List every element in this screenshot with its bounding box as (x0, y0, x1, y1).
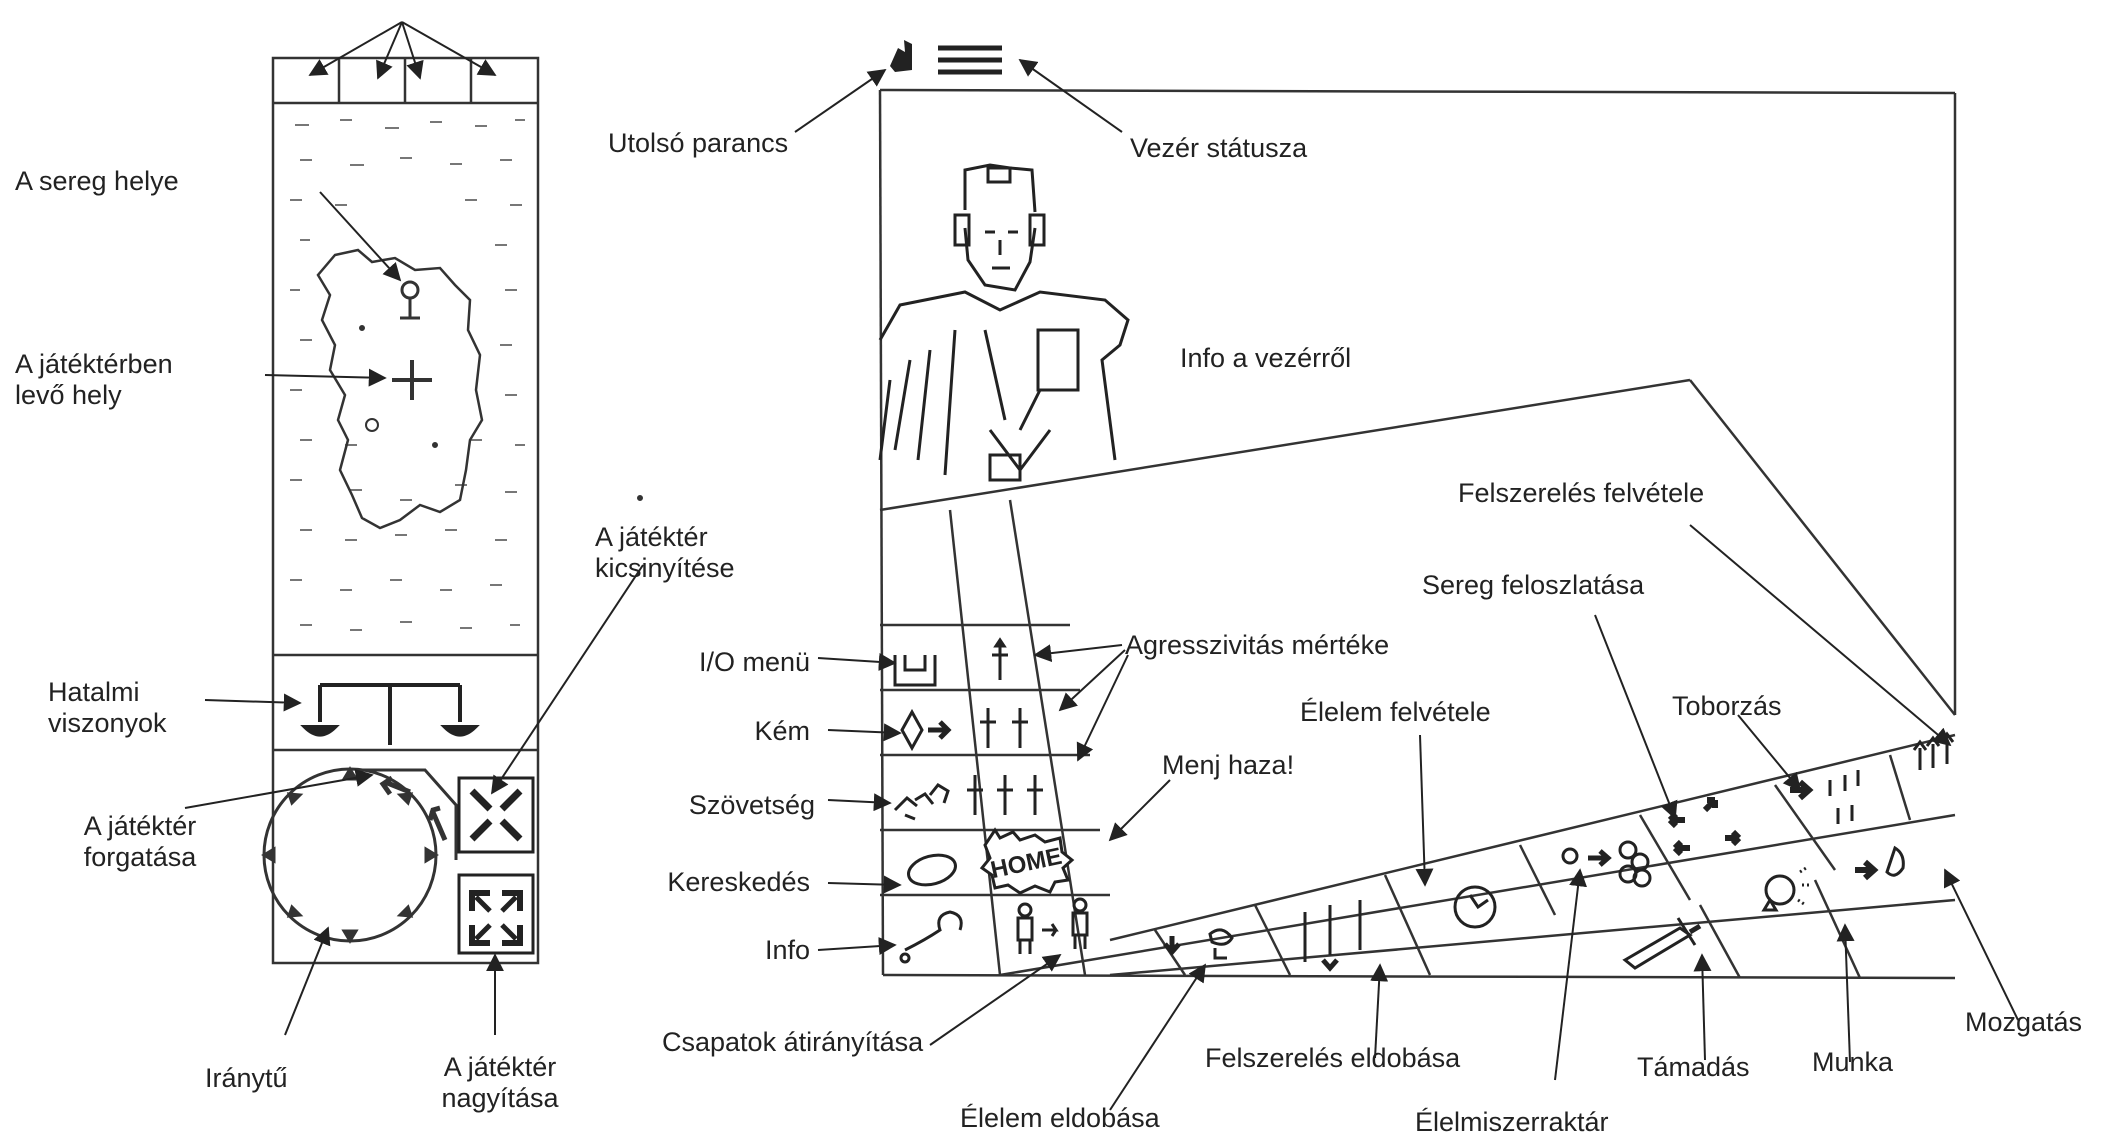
label-redirect-troops: Csapatok átirányítása (662, 1027, 923, 1058)
compass-icon (264, 769, 436, 941)
alliance-icon (895, 785, 948, 819)
label-map-location-line2: levő hely (15, 380, 122, 410)
label-power-relations: Hatalmi viszonyok (48, 677, 218, 739)
move-icon (1855, 848, 1903, 878)
label-go-home: Menj haza! (1162, 750, 1294, 781)
label-rotate-map-line1: A játéktér (84, 811, 197, 841)
label-rotate-map: A játéktér forgatása (40, 811, 240, 873)
label-army-location: A sereg helye (15, 166, 179, 197)
label-split-army: Sereg feloszlatása (1422, 570, 1644, 601)
info-icon (901, 912, 961, 962)
label-alliance: Szövetség (600, 790, 815, 821)
label-leader-info: Info a vezérről (1180, 343, 1351, 374)
last-command-icon (890, 40, 912, 72)
pick-food-icon (1455, 887, 1495, 927)
label-recruit: Toborzás (1672, 691, 1782, 722)
label-pick-equipment: Felszerelés felvétele (1458, 478, 1704, 509)
label-work: Munka (1812, 1047, 1893, 1078)
home-icon: HOME (982, 830, 1072, 893)
label-zoom-in: A játéktér nagyítása (400, 1052, 600, 1114)
recruit-icon (1790, 770, 1858, 824)
trade-icon (905, 850, 959, 889)
spy-icon (902, 712, 948, 748)
left-panel (273, 58, 538, 963)
label-attack: Támadás (1637, 1052, 1750, 1083)
split-army-icon (1670, 800, 1739, 854)
scales-icon (305, 685, 475, 745)
leader-status-icon (938, 48, 1002, 72)
label-granary: Élelmiszerraktár (1415, 1107, 1609, 1138)
label-compass: Iránytű (205, 1063, 288, 1094)
label-zoom-in-line1: A játéktér (444, 1052, 557, 1082)
label-last-command: Utolsó parancs (608, 128, 788, 159)
island-marks (360, 282, 643, 501)
label-move: Mozgatás (1965, 1007, 2082, 1038)
label-zoom-out-line2: kicsinyítése (595, 553, 735, 583)
label-leader-status: Vezér státusza (1130, 133, 1307, 164)
label-aggression: Agresszivitás mértéke (1125, 630, 1389, 661)
pick-equipment-icon (1914, 734, 1953, 770)
label-drop-food: Élelem eldobása (960, 1103, 1160, 1134)
drop-food-icon (1165, 930, 1232, 958)
label-rotate-map-line2: forgatása (84, 842, 197, 872)
label-map-location-line1: A játéktérben (15, 349, 173, 379)
label-io-menu: I/O menü (600, 647, 810, 678)
label-spy: Kém (600, 716, 810, 747)
label-pick-food: Élelem felvétele (1300, 697, 1491, 728)
leader-portrait (880, 165, 1128, 480)
zoom-in-box (459, 875, 533, 953)
label-zoom-in-line2: nagyítása (441, 1083, 558, 1113)
rotate-map-control (358, 770, 456, 860)
label-info: Info (600, 935, 810, 966)
island-outline (318, 250, 482, 528)
label-trade: Kereskedés (600, 867, 810, 898)
label-drop-equipment: Felszerelés eldobása (1205, 1043, 1460, 1074)
label-zoom-out: A játéktér kicsinyítése (595, 522, 795, 584)
label-power-relations-line2: viszonyok (48, 708, 167, 738)
label-map-location: A játéktérben levő hely (15, 349, 245, 411)
label-power-relations-line1: Hatalmi (48, 677, 140, 707)
aggression-icons (967, 640, 1043, 815)
zoom-out-box (459, 778, 533, 852)
io-menu-icon (895, 655, 935, 685)
work-icon (1764, 868, 1810, 910)
label-zoom-out-line1: A játéktér (595, 522, 708, 552)
